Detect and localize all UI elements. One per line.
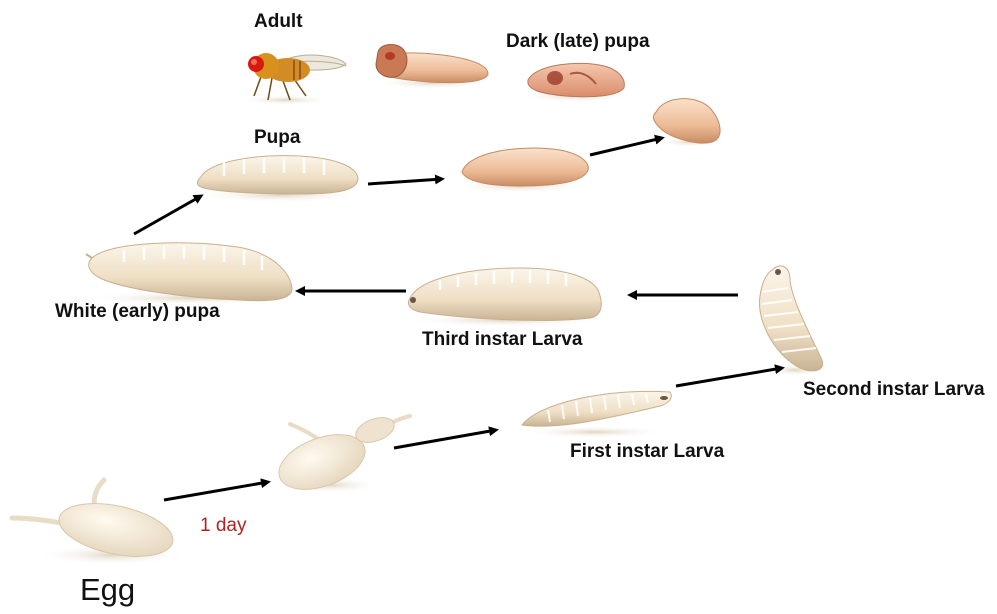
third-instar-larva-illustration [405, 268, 605, 327]
label-pupa: Pupa [254, 128, 300, 147]
label-white-pupa: White (early) pupa [55, 302, 220, 321]
arrow-white-pupa-to-pupa [134, 196, 201, 234]
white-pupa-illustration [80, 243, 300, 305]
label-second-instar: Second instar Larva [803, 380, 985, 399]
dark-pupa-illustration [520, 63, 630, 102]
label-egg: Egg [80, 574, 135, 605]
label-dark-pupa: Dark (late) pupa [506, 32, 650, 51]
hatching-egg-illustration [272, 413, 410, 500]
pupal-case-illustration [653, 99, 720, 147]
first-instar-larva-illustration [520, 391, 671, 438]
arrow-pupa-to-tan-pupa [368, 179, 442, 184]
egg-illustration [12, 480, 187, 566]
tan-pupa-illustration [455, 148, 588, 193]
label-adult: Adult [254, 12, 303, 31]
arrow-hatch-to-first-instar [394, 430, 496, 448]
label-third-instar: Third instar Larva [422, 330, 583, 349]
arrow-first-to-second-instar [676, 368, 782, 386]
arrow-tan-pupa-to-case [590, 138, 662, 155]
second-instar-larva-illustration [759, 266, 825, 376]
eclosing-pupa-illustration [374, 45, 490, 89]
arrow-egg-to-hatch [164, 482, 268, 500]
label-one-day: 1 day [200, 516, 246, 535]
adult-fly-illustration [240, 53, 346, 105]
pupa-illustration [195, 156, 365, 203]
label-first-instar: First instar Larva [570, 442, 724, 461]
